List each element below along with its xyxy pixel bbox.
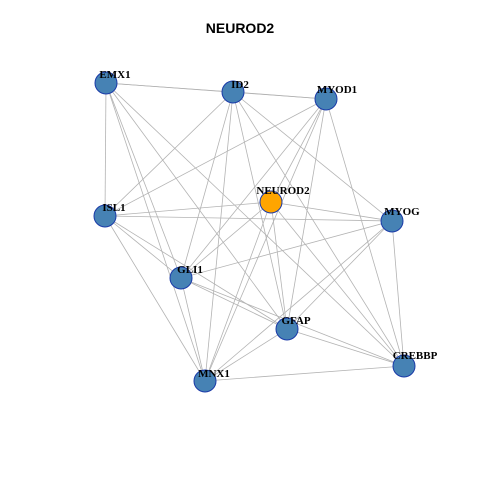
edge-myog-gfap bbox=[286, 220, 393, 330]
node-circle-myod1 bbox=[314, 87, 338, 111]
node-label-mnx1: MNX1 bbox=[198, 368, 230, 380]
node-gli1: GLI1 bbox=[169, 264, 203, 290]
node-label-myog: MYOG bbox=[384, 206, 420, 218]
node-label-myod1: MYOD1 bbox=[317, 84, 357, 96]
node-circle-gfap bbox=[275, 317, 299, 341]
edge-gli1-mnx1 bbox=[180, 277, 206, 382]
node-mnx1: MNX1 bbox=[193, 368, 230, 393]
node-emx1: EMX1 bbox=[94, 69, 131, 95]
node-label-isl1: ISL1 bbox=[102, 202, 125, 214]
node-myod1: MYOD1 bbox=[314, 84, 357, 111]
edge-neurod2-isl1 bbox=[104, 201, 272, 217]
edge-isl1-mnx1 bbox=[104, 215, 206, 382]
edge-emx1-gli1 bbox=[105, 82, 182, 279]
node-label-emx1: EMX1 bbox=[99, 69, 130, 81]
edge-gli1-gfap bbox=[180, 277, 288, 330]
edge-isl1-gfap bbox=[104, 215, 288, 330]
edge-myod1-neurod2 bbox=[270, 98, 327, 203]
node-circle-id2 bbox=[221, 80, 245, 104]
edge-neurod2-gli1 bbox=[180, 201, 272, 279]
edge-id2-isl1 bbox=[104, 91, 234, 217]
edge-layer bbox=[104, 82, 405, 382]
edge-neurod2-myog bbox=[270, 201, 393, 222]
edge-isl1-myog bbox=[104, 215, 393, 222]
edge-emx1-crebbp bbox=[105, 82, 405, 367]
node-circle-gli1 bbox=[169, 266, 193, 290]
edge-neurod2-mnx1 bbox=[204, 201, 272, 382]
edge-neurod2-crebbp bbox=[270, 201, 405, 367]
node-circle-myog bbox=[380, 209, 404, 233]
node-gfap: GFAP bbox=[275, 315, 311, 341]
node-circle-emx1 bbox=[94, 71, 118, 95]
edge-id2-myog bbox=[232, 91, 393, 222]
node-isl1: ISL1 bbox=[93, 202, 126, 228]
edge-neurod2-gfap bbox=[270, 201, 288, 330]
edge-myog-crebbp bbox=[391, 220, 405, 367]
edge-myod1-mnx1 bbox=[204, 98, 327, 382]
node-label-crebbp: CREBBP bbox=[393, 350, 438, 362]
edge-myod1-gfap bbox=[286, 98, 327, 330]
node-myog: MYOG bbox=[380, 206, 420, 233]
node-circle-crebbp bbox=[392, 354, 416, 378]
edge-mnx1-crebbp bbox=[204, 365, 405, 382]
node-label-gfap: GFAP bbox=[281, 315, 310, 327]
edge-emx1-mnx1 bbox=[105, 82, 206, 382]
edge-id2-crebbp bbox=[232, 91, 405, 367]
edge-id2-gfap bbox=[232, 91, 288, 330]
edge-myog-gli1 bbox=[180, 220, 393, 279]
edge-myod1-isl1 bbox=[104, 98, 327, 217]
edge-emx1-gfap bbox=[105, 82, 288, 330]
node-label-neurod2: NEUROD2 bbox=[256, 185, 310, 197]
node-id2: ID2 bbox=[221, 79, 249, 104]
edge-id2-mnx1 bbox=[204, 91, 234, 382]
node-circle-isl1 bbox=[93, 204, 117, 228]
edge-gfap-crebbp bbox=[286, 328, 405, 367]
node-label-id2: ID2 bbox=[231, 79, 249, 91]
edge-isl1-gli1 bbox=[104, 215, 182, 279]
plot-title: NEUROD2 bbox=[205, 20, 275, 36]
node-label-gli1: GLI1 bbox=[177, 264, 203, 276]
node-neurod2: NEUROD2 bbox=[256, 185, 310, 214]
node-circle-mnx1 bbox=[193, 369, 217, 393]
edge-myod1-gli1 bbox=[180, 98, 327, 279]
node-crebbp: CREBBP bbox=[392, 350, 438, 378]
edge-id2-gli1 bbox=[180, 91, 234, 279]
node-circle-neurod2 bbox=[259, 190, 283, 214]
edge-id2-myod1 bbox=[232, 91, 327, 100]
edge-gfap-mnx1 bbox=[204, 328, 288, 382]
edge-emx1-isl1 bbox=[104, 82, 107, 217]
edge-myog-mnx1 bbox=[204, 220, 393, 382]
edge-myod1-crebbp bbox=[325, 98, 405, 367]
